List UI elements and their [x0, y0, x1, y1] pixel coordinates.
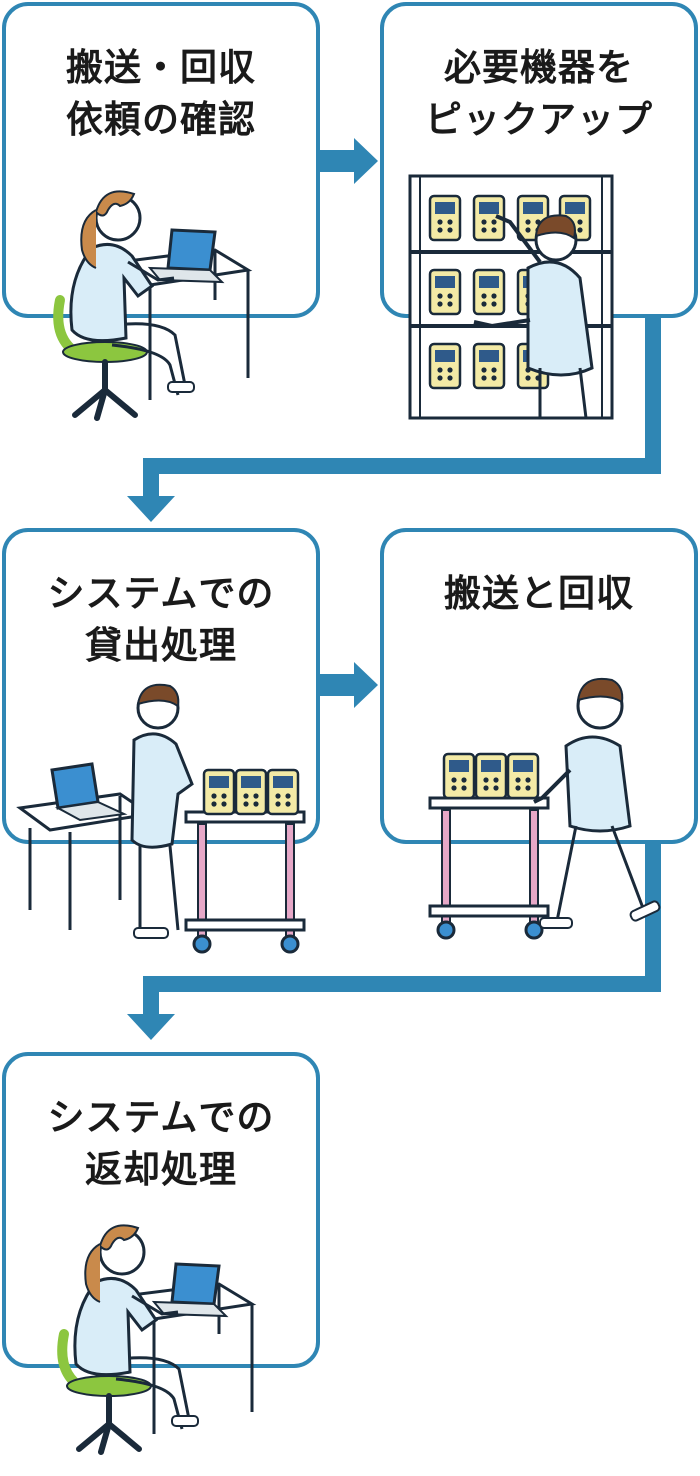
connector-arrowhead-3-4	[354, 662, 378, 708]
step-2-line1: 必要機器を	[444, 46, 634, 89]
step-5-line2: 返却処理	[85, 1148, 237, 1191]
step-5-title: システムでの 返却処理	[6, 1092, 316, 1196]
step-1-box: 搬送・回収 依頼の確認	[2, 2, 320, 318]
step-2-title: 必要機器を ピックアップ	[384, 42, 694, 146]
step-1-line2: 依頼の確認	[66, 98, 256, 141]
woman-at-laptop-illustration-2	[62, 1225, 252, 1452]
connector-arrow-3-4	[320, 674, 356, 696]
connector-line-4-5-drop	[143, 976, 159, 1016]
step-4-title: 搬送と回収	[384, 568, 694, 620]
step-5-line1: システムでの	[47, 1096, 275, 1139]
step-3-line2: 貸出処理	[85, 624, 237, 667]
step-3-line1: システムでの	[47, 572, 275, 615]
device-on-cart	[202, 768, 236, 816]
connector-line-4-5-across	[143, 976, 661, 992]
step-1-title: 搬送・回収 依頼の確認	[6, 42, 316, 146]
step-3-title: システムでの 貸出処理	[6, 568, 316, 672]
step-2-line2: ピックアップ	[425, 98, 653, 141]
connector-arrow-1-2	[320, 150, 356, 172]
connector-arrowhead-1-2	[354, 138, 378, 184]
connector-line-2-3-drop	[143, 458, 159, 498]
connector-arrowhead-2-3	[127, 496, 175, 522]
connector-arrowhead-4-5	[127, 1014, 175, 1040]
step-1-line1: 搬送・回収	[66, 46, 256, 89]
man-reaching-illustration	[473, 214, 594, 419]
man-pushing-cart-illustration	[533, 678, 661, 929]
woman-at-laptop-illustration-1	[58, 191, 248, 418]
cart-illustration-2	[428, 796, 550, 940]
step-4-line1: 搬送と回収	[444, 572, 634, 615]
connector-line-2-3-down	[645, 312, 661, 474]
desk-laptop-illustration	[16, 762, 155, 930]
connector-line-4-5-down	[645, 842, 661, 992]
connector-line-2-3-across	[143, 458, 661, 474]
cart-illustration-1	[184, 810, 306, 954]
man-loading-cart-illustration	[130, 683, 194, 939]
